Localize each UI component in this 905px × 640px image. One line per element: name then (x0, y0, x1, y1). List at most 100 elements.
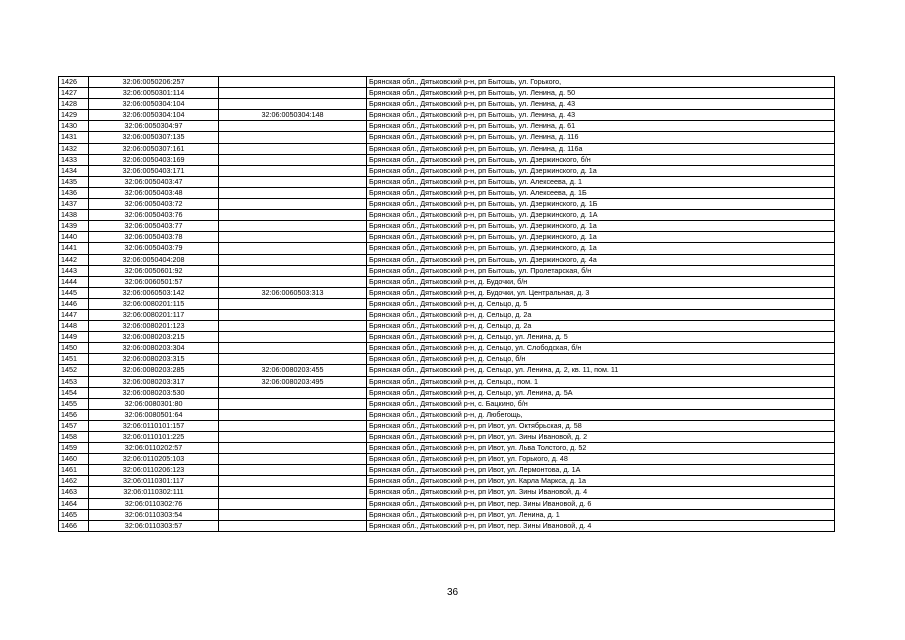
related-cadastral-number-cell (218, 486, 367, 499)
related-cadastral-number-cell (218, 497, 367, 510)
cadastral-number-cell: 32:06:0050206:257 (88, 75, 219, 89)
related-cadastral-number-cell (218, 353, 367, 366)
related-cadastral-number-cell (218, 231, 367, 244)
cadastral-number-cell: 32:06:0080203:317 (88, 375, 219, 388)
row-number-cell: 1459 (58, 442, 89, 455)
address-cell: Брянская обл., Дятьковский р-н, рп Ивот,… (366, 508, 835, 521)
row-number-cell: 1429 (58, 109, 89, 122)
row-number-cell: 1437 (58, 198, 89, 211)
address-cell: Брянская обл., Дятьковский р-н, д. Будоч… (366, 286, 835, 299)
row-number-cell: 1451 (58, 353, 89, 366)
related-cadastral-number-cell (218, 242, 367, 255)
cadastral-number-cell: 32:06:0080301:80 (88, 397, 219, 410)
cadastral-number-cell: 32:06:0080203:315 (88, 353, 219, 366)
row-number-cell: 1436 (58, 186, 89, 200)
address-cell: Брянская обл., Дятьковский р-н, рп Бытош… (366, 231, 835, 244)
related-cadastral-number-cell (218, 331, 367, 344)
row-number-cell: 1452 (58, 364, 89, 377)
cadastral-number-cell: 32:06:0050304:104 (88, 98, 219, 111)
cadastral-number-cell: 32:06:0080201:123 (88, 320, 219, 333)
cadastral-number-cell: 32:06:0050403:48 (88, 186, 219, 200)
cadastral-number-cell: 32:06:0050304:104 (88, 109, 219, 122)
address-cell: Брянская обл., Дятьковский р-н, рп Бытош… (366, 242, 835, 255)
cadastral-number-cell: 32:06:0080501:64 (88, 408, 219, 421)
cadastral-number-cell: 32:06:0050403:76 (88, 209, 219, 222)
row-number-cell: 1448 (58, 320, 89, 333)
cadastral-number-cell: 32:06:0110302:111 (88, 486, 219, 499)
related-cadastral-number-cell (218, 120, 367, 133)
related-cadastral-number-cell (218, 386, 367, 399)
related-cadastral-number-cell (218, 142, 367, 155)
related-cadastral-number-cell (218, 464, 367, 477)
address-cell: Брянская обл., Дятьковский р-н, рп Бытош… (366, 253, 835, 266)
row-number-cell: 1456 (58, 408, 89, 421)
row-number-cell: 1455 (58, 397, 89, 410)
address-cell: Брянская обл., Дятьковский р-н, д. Сельц… (366, 297, 835, 310)
address-cell: Брянская обл., Дятьковский р-н, с. Бацки… (366, 397, 835, 410)
cadastral-number-cell: 32:06:0050601:92 (88, 264, 219, 277)
row-number-cell: 1446 (58, 297, 89, 310)
cadastral-number-cell: 32:06:0050307:135 (88, 131, 219, 144)
address-cell: Брянская обл., Дятьковский р-н, рп Бытош… (366, 87, 835, 100)
address-cell: Брянская обл., Дятьковский р-н, рп Бытош… (366, 75, 835, 89)
address-cell: Брянская обл., Дятьковский р-н, д. Любег… (366, 408, 835, 421)
cadastral-number-cell: 32:06:0060503:142 (88, 286, 219, 299)
cadastral-number-cell: 32:06:0050307:161 (88, 142, 219, 155)
related-cadastral-number-cell (218, 75, 367, 89)
address-cell: Брянская обл., Дятьковский р-н, д. Сельц… (366, 364, 835, 377)
address-cell: Брянская обл., Дятьковский р-н, рп Ивот,… (366, 464, 835, 477)
row-number-cell: 1433 (58, 153, 89, 166)
row-number-cell: 1457 (58, 419, 89, 433)
related-cadastral-number-cell (218, 308, 367, 322)
related-cadastral-number-cell (218, 342, 367, 355)
row-number-cell: 1430 (58, 120, 89, 133)
related-cadastral-number-cell (218, 297, 367, 310)
row-number-cell: 1442 (58, 253, 89, 266)
related-cadastral-number-cell: 32:06:0060503:313 (218, 286, 367, 299)
row-number-cell: 1440 (58, 231, 89, 244)
related-cadastral-number-cell (218, 519, 367, 532)
row-number-cell: 1441 (58, 242, 89, 255)
address-cell: Брянская обл., Дятьковский р-н, рп Бытош… (366, 98, 835, 111)
address-cell: Брянская обл., Дятьковский р-н, рп Бытош… (366, 153, 835, 166)
row-number-cell: 1466 (58, 519, 89, 532)
address-cell: Брянская обл., Дятьковский р-н, рп Бытош… (366, 142, 835, 155)
cadastral-number-cell: 32:06:0050304:97 (88, 120, 219, 133)
related-cadastral-number-cell (218, 98, 367, 111)
cadastral-number-cell: 32:06:0110303:57 (88, 519, 219, 532)
cadastral-number-cell: 32:06:0050403:47 (88, 175, 219, 188)
row-number-cell: 1426 (58, 75, 89, 89)
address-cell: Брянская обл., Дятьковский р-н, рп Ивот,… (366, 453, 835, 466)
address-cell: Брянская обл., Дятьковский р-н, рп Бытош… (366, 131, 835, 144)
row-number-cell: 1464 (58, 497, 89, 510)
related-cadastral-number-cell (218, 442, 367, 455)
address-cell: Брянская обл., Дятьковский р-н, рп Бытош… (366, 109, 835, 122)
cadastral-number-cell: 32:06:0050403:77 (88, 220, 219, 233)
row-number-cell: 1453 (58, 375, 89, 388)
cadastral-number-cell: 32:06:0080203:285 (88, 364, 219, 377)
address-cell: Брянская обл., Дятьковский р-н, д. Сельц… (366, 353, 835, 366)
row-number-cell: 1460 (58, 453, 89, 466)
address-cell: Брянская обл., Дятьковский р-н, д. Сельц… (366, 308, 835, 322)
